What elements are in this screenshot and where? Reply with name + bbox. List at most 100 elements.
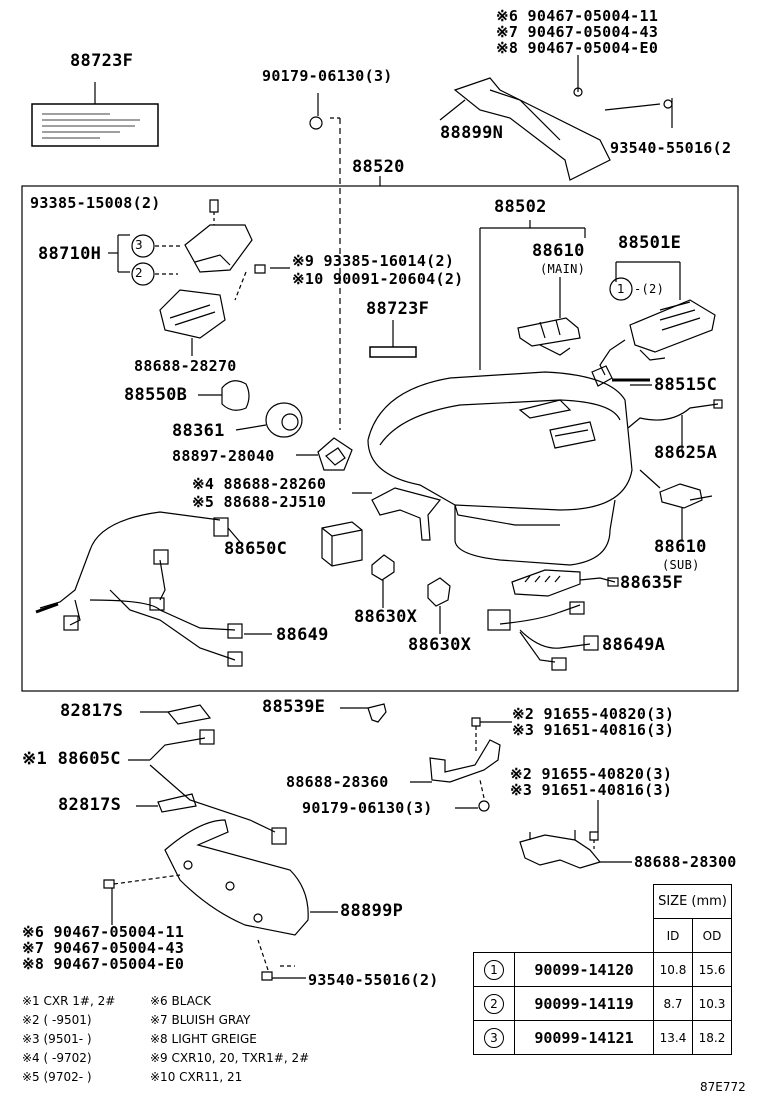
relay-88650c-icon (321, 521, 363, 567)
bracket-88688-28260-icon (371, 487, 442, 541)
cable-88605c-icon (149, 737, 276, 833)
part-label-88899p: 88899P (340, 901, 404, 921)
footnote-7: ※7 BLUISH GRAY (150, 1013, 251, 1027)
part-label-88610-sub: 88610 (654, 537, 707, 557)
switch-88501e-icon (629, 299, 716, 353)
part-sublabel-sub: (SUB) (662, 558, 700, 572)
lamp-88635f-icon (511, 569, 581, 597)
part-label-88688-28360: 88688-28360 (286, 773, 389, 791)
lamp-housing-icon (367, 371, 633, 566)
row-part: 90099-14121 (514, 1020, 654, 1055)
footnote-10: ※10 CXR11, 21 (150, 1070, 243, 1084)
part-label-91655-a: ※2 91655-40820(3) (512, 705, 675, 723)
callout-1-a: 1 (617, 282, 625, 296)
footnote-1: ※1 CXR 1#, 2# (22, 994, 116, 1008)
part-label-90179-bot: 90179-06130(3) (302, 799, 433, 817)
size-table: SIZE (mm) ID OD 1 90099-14120 10.8 15.6 … (473, 884, 732, 1055)
part-label-88723f-top: 88723F (70, 51, 134, 71)
part-label-82817s-a: 82817S (60, 701, 124, 721)
row-od: 15.6 (692, 952, 732, 987)
footnote-6: ※6 BLACK (150, 994, 211, 1008)
part-label-88550b: 88550B (124, 385, 188, 405)
part-label-88502: 88502 (494, 197, 547, 217)
row-part: 90099-14119 (514, 986, 654, 1021)
cover-88897-icon (317, 437, 353, 471)
bracket-88688-28360-icon (429, 739, 501, 783)
socket-88515c-icon (591, 365, 613, 387)
part-label-93385-16014: ※9 93385-16014(2) (292, 252, 455, 270)
switch-sub-icon (659, 483, 703, 509)
size-header: SIZE (mm) (653, 884, 732, 919)
part-label-90467-43-top: ※7 90467-05004-43 (496, 23, 659, 41)
table-row: 1 90099-14120 10.8 15.6 (473, 952, 732, 987)
part-label-88630x-b: 88630X (408, 635, 472, 655)
screw-93540-icon (261, 971, 273, 981)
footnote-2: ※2 ( -9501) (22, 1013, 92, 1027)
part-label-90467-e0-bot: ※8 90467-05004-E0 (22, 955, 185, 973)
part-label-88688-28260: ※4 88688-28260 (192, 475, 327, 493)
row-id: 13.4 (653, 1020, 693, 1055)
footnote-9: ※9 CXR10, 20, TXR1#, 2# (150, 1051, 310, 1065)
part-label-91651-b: ※3 91651-40816(3) (510, 781, 673, 799)
socket-88630x-b-icon (427, 577, 451, 607)
cover-88899p-icon (164, 819, 309, 936)
part-label-90091: ※10 90091-20604(2) (292, 270, 464, 288)
callout-2-a: 2 (135, 266, 143, 280)
tape-82817s-a-icon (166, 704, 212, 725)
row-id: 8.7 (653, 986, 693, 1021)
part-label-88520: 88520 (352, 157, 405, 177)
part-label-90467-43-bot: ※7 90467-05004-43 (22, 939, 185, 957)
footnote-8: ※8 LIGHT GREIGE (150, 1032, 257, 1046)
part-label-93385-15008: 93385-15008(2) (30, 194, 161, 212)
row-mark: 1 (484, 959, 504, 980)
harness-88649a-icon (499, 604, 591, 663)
callout-3-a: 3 (135, 238, 143, 252)
diagram-code: 87E772 (700, 1080, 746, 1094)
part-label-82817s-b: 82817S (58, 795, 122, 815)
row-od: 10.3 (692, 986, 732, 1021)
socket-88630x-a-icon (371, 554, 395, 581)
part-label-88650c: 88650C (224, 539, 288, 559)
row-mark: 3 (484, 1027, 504, 1048)
part-label-88897: 88897-28040 (172, 447, 275, 465)
part-label-91651-a: ※3 91651-40816(3) (512, 721, 675, 739)
footnote-4: ※4 ( -9702) (22, 1051, 92, 1065)
socket-88361-icon (265, 402, 303, 438)
part-label-88539e: 88539E (262, 697, 326, 717)
part-label-90467-e0-top: ※8 90467-05004-E0 (496, 39, 659, 57)
part-label-88635f: 88635F (620, 573, 684, 593)
footnote-5: ※5 (9702- ) (22, 1070, 92, 1084)
part-label-88605c: ※1 88605C (22, 749, 121, 769)
row-od: 18.2 (692, 1020, 732, 1055)
part-label-93540-bot: 93540-55016(2) (308, 971, 439, 989)
part-label-88688-28300: 88688-28300 (634, 853, 737, 871)
bracket-88688-28300-icon (519, 834, 602, 869)
switch-main-icon (517, 317, 581, 347)
lamp-lens-icon (549, 421, 596, 449)
part-label-93540-top: 93540-55016(2 (610, 139, 732, 157)
table-row: 3 90099-14121 13.4 18.2 (473, 1020, 732, 1055)
part-qty-88501e: -(2) (634, 282, 665, 296)
part-label-88630x-a: 88630X (354, 607, 418, 627)
table-row: 2 90099-14119 8.7 10.3 (473, 986, 732, 1021)
col-id-header: ID (653, 918, 693, 953)
part-label-88710h: 88710H (38, 244, 102, 264)
label-strip-icon (369, 346, 417, 358)
part-label-88723f-mid: 88723F (366, 299, 430, 319)
row-id: 10.8 (653, 952, 693, 987)
part-label-88688-2j510: ※5 88688-2J510 (192, 493, 327, 511)
part-sublabel-main: (MAIN) (540, 262, 586, 276)
row-part: 90099-14120 (514, 952, 654, 987)
part-label-88625a: 88625A (654, 443, 718, 463)
tape-82817s-b-icon (157, 793, 197, 813)
bracket-88688-28270-icon (159, 289, 226, 339)
footnote-3: ※3 (9501- ) (22, 1032, 92, 1046)
screw-icon (209, 199, 219, 213)
col-od-header: OD (692, 918, 732, 953)
part-label-91655-b: ※2 91655-40820(3) (510, 765, 673, 783)
bracket-88899n-icon (453, 77, 611, 181)
part-label-90467-11-bot: ※6 90467-05004-11 (22, 923, 185, 941)
clip-icon (309, 116, 323, 130)
screw-90467-icon (103, 879, 115, 889)
part-label-88688-28270: 88688-28270 (134, 357, 237, 375)
